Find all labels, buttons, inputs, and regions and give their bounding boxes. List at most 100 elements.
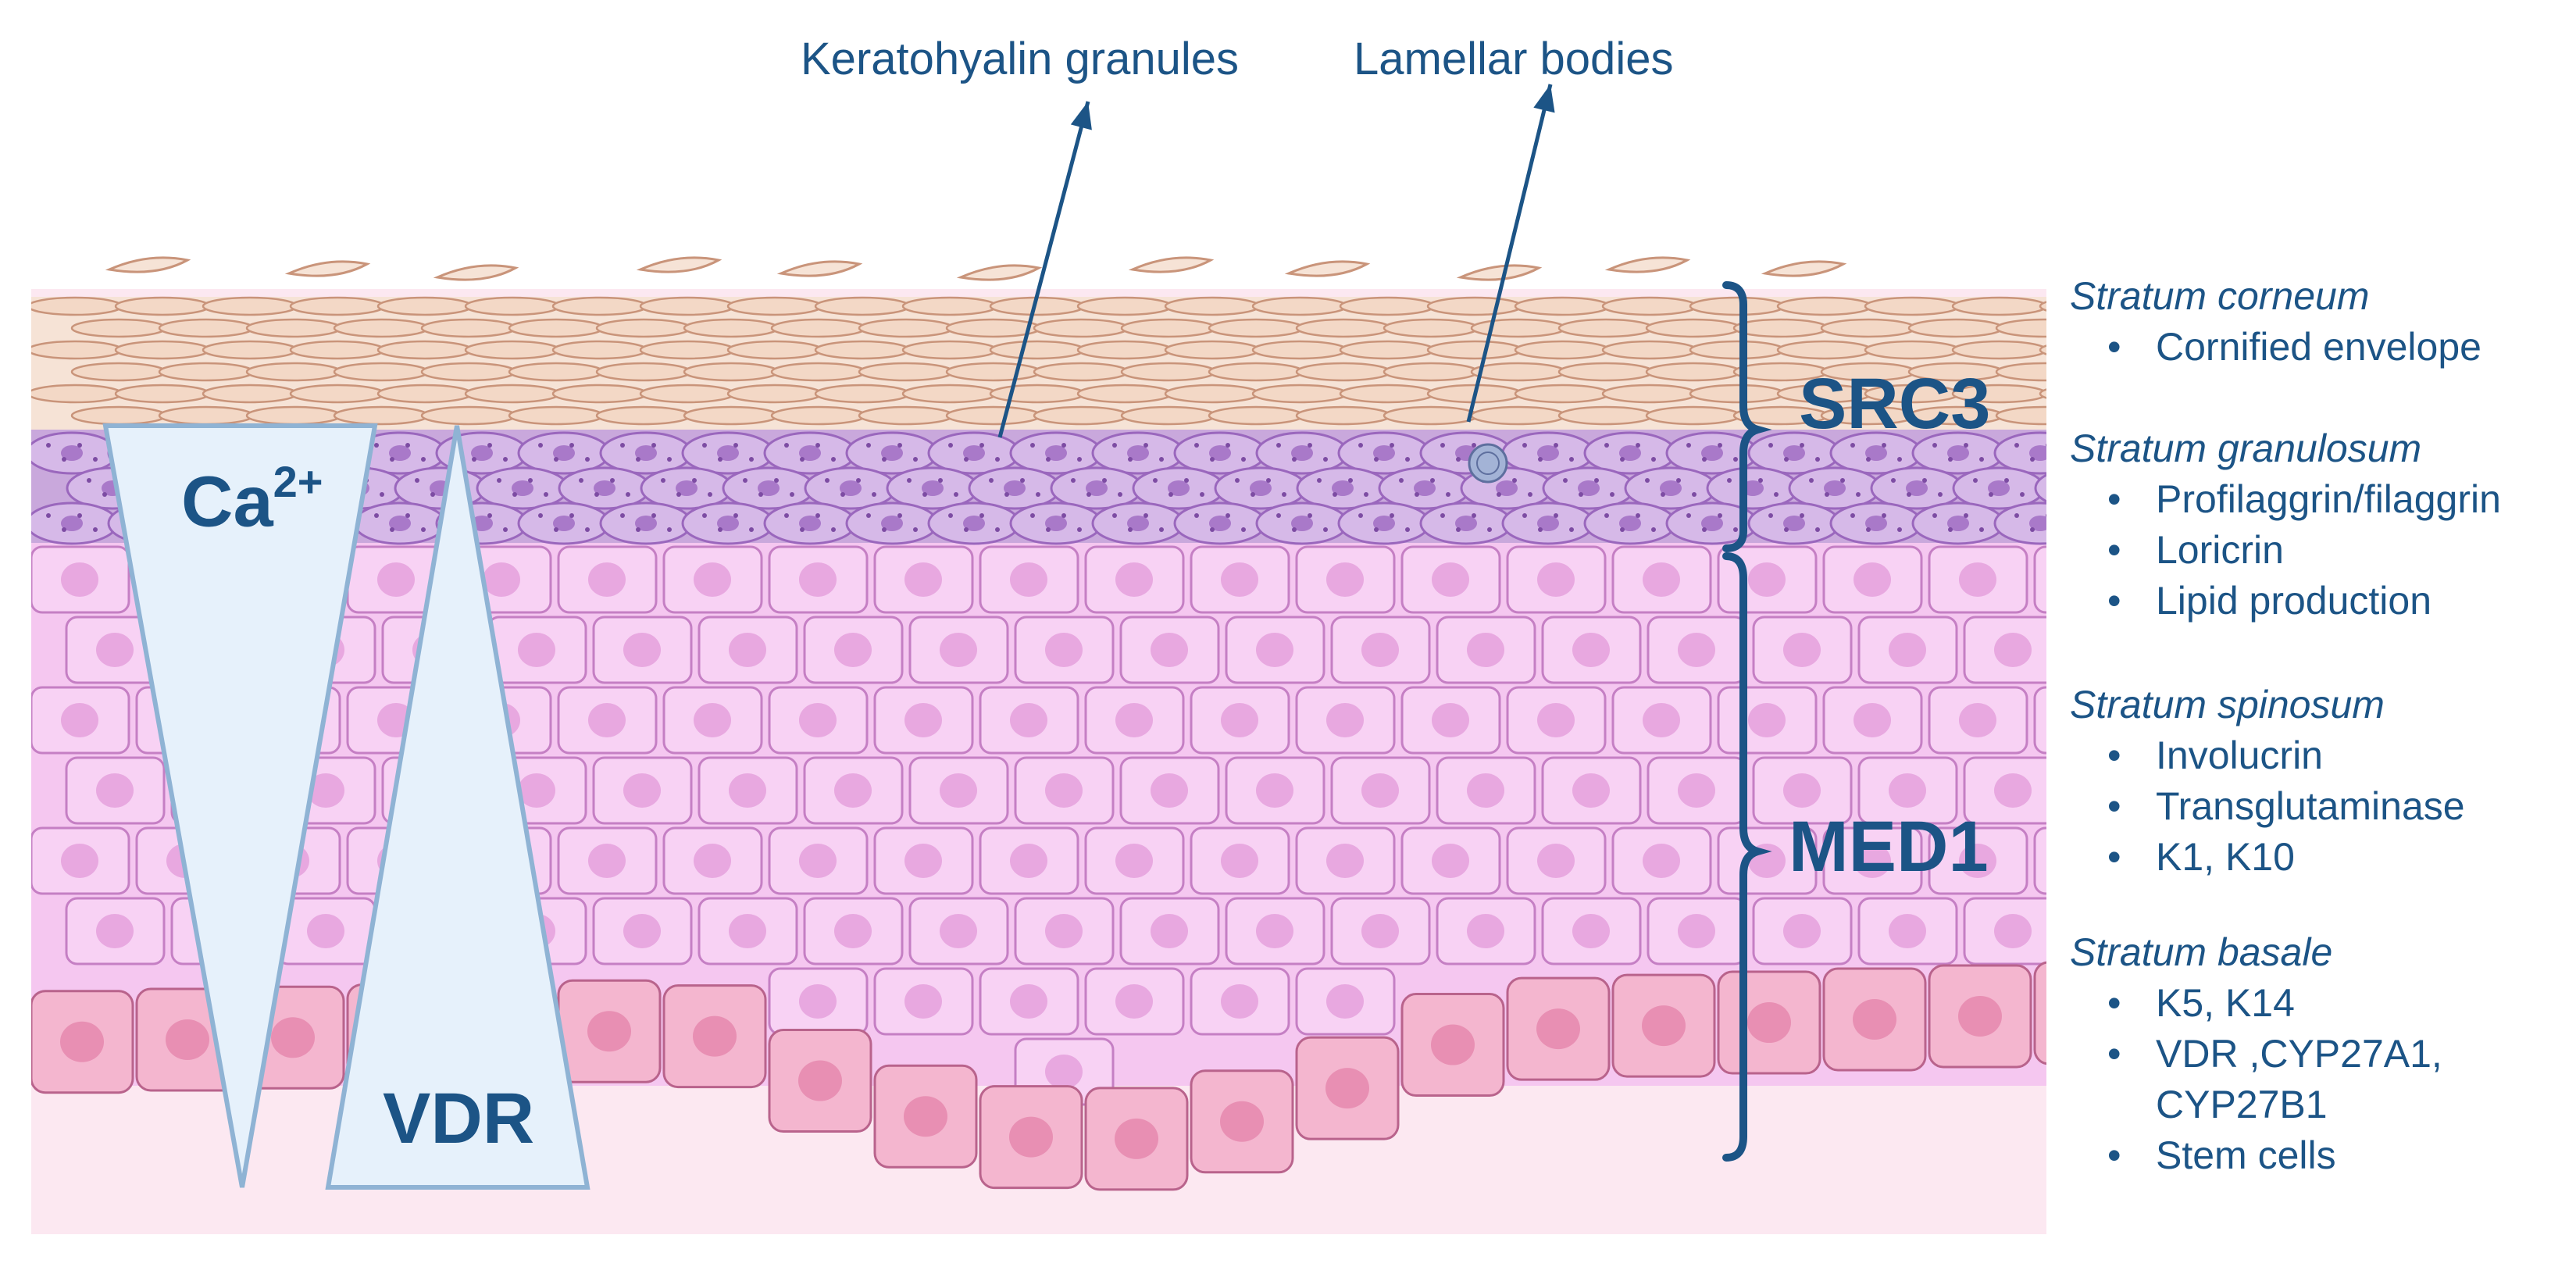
spinous-cell-nucleus <box>694 562 731 597</box>
keratohyalin-granule <box>1651 457 1656 462</box>
keratohyalin-granule <box>1405 457 1410 462</box>
spinous-cell-nucleus <box>1115 984 1153 1019</box>
basal-cell-body <box>2033 961 2046 1065</box>
keratohyalin-granule <box>913 527 918 532</box>
spinous-cell-nucleus <box>588 562 626 597</box>
keratohyalin-granule <box>1651 527 1656 532</box>
keratohyalin-granule <box>528 478 533 483</box>
layer-title-granulosum: Stratum granulosum <box>2070 426 2422 470</box>
keratohyalin-granule <box>800 457 805 462</box>
keratohyalin-granule <box>1850 513 1855 518</box>
basal-cell <box>768 1029 872 1133</box>
keratohyalin-granule <box>702 513 707 518</box>
keratohyalin-granule <box>938 478 943 483</box>
keratohyalin-granule <box>1897 527 1902 532</box>
spinous-cell-nucleus <box>729 914 766 948</box>
keratohyalin-granule <box>1390 513 1394 518</box>
keratohyalin-granule <box>1850 443 1855 448</box>
granular-cell <box>1378 466 1472 510</box>
spinous-cell <box>1752 756 1853 825</box>
corneocyte <box>1645 362 1742 382</box>
spinous-cell <box>1928 686 2028 755</box>
spinous-cell <box>698 756 798 825</box>
lamellar-arrow-shaft <box>1466 84 1553 423</box>
keratohyalin-granule <box>1251 492 1255 497</box>
keratohyalin-granule <box>538 443 543 448</box>
keratohyalin-granule <box>1333 492 1337 497</box>
keratohyalin-granule <box>774 478 779 483</box>
spinous-cell-nucleus <box>799 703 837 737</box>
keratohyalin-granule <box>405 513 410 518</box>
keratohyalin-granule <box>1579 492 1583 497</box>
basal-cell-nucleus <box>1958 995 2002 1037</box>
corneocyte <box>1076 340 1173 360</box>
corneocyte <box>464 340 561 360</box>
keratohyalin-granule <box>964 457 969 462</box>
spinous-cell-nucleus <box>1115 703 1153 737</box>
keratohyalin-granule <box>421 527 426 532</box>
granular-cell-nucleus <box>1947 516 1969 531</box>
keratohyalin-granule <box>585 527 590 532</box>
spinous-cell-nucleus <box>1432 562 1469 597</box>
calcium-label-base: Ca <box>181 462 273 542</box>
granular-cell-nucleus <box>1004 480 1026 496</box>
corneocyte <box>333 318 430 338</box>
spinous-cell-nucleus <box>1889 773 1926 808</box>
spinous-cell <box>1084 686 1185 755</box>
keratohyalin-granule <box>1891 478 1896 483</box>
granular-cell <box>353 501 447 545</box>
granular-cell-nucleus <box>1291 445 1313 461</box>
corneocyte <box>420 318 517 338</box>
granular-cell-nucleus <box>1865 516 1887 531</box>
spinous-cell <box>1857 616 1958 684</box>
corneocyte <box>508 405 605 426</box>
corneocyte <box>1645 405 1742 426</box>
desquamating-flake <box>776 260 863 277</box>
granular-cell-nucleus <box>1865 445 1887 461</box>
granular-cell <box>1583 501 1677 545</box>
spinous-cell-nucleus <box>1572 633 1610 667</box>
keratohyalin-granule <box>979 443 984 448</box>
corneocyte <box>2039 301 2046 312</box>
granular-cell-nucleus <box>1127 445 1149 461</box>
spinous-cell <box>1506 826 1607 895</box>
corneocyte <box>508 318 605 338</box>
keratohyalin-granule <box>758 492 763 497</box>
corneocyte <box>858 318 954 338</box>
keratohyalin-granule <box>1932 513 1937 518</box>
corneocyte <box>901 296 998 316</box>
spinous-cell-nucleus <box>1678 773 1715 808</box>
spinous-cell-nucleus <box>1678 633 1715 667</box>
spinous-cell-nucleus <box>1045 633 1083 667</box>
spinous-cell-nucleus <box>1467 914 1504 948</box>
spinous-cell <box>1963 756 2046 825</box>
spinous-cell <box>1084 826 1185 895</box>
spinous-cell <box>1822 545 1923 614</box>
keratohyalin-granule <box>1686 513 1691 518</box>
keratohyalin-granule <box>1800 513 1804 518</box>
granular-cell-nucleus <box>1496 480 1518 496</box>
spinous-cell-nucleus <box>834 773 872 808</box>
granular-cell-body <box>2034 473 2046 503</box>
corneocyte <box>158 318 255 338</box>
keratohyalin-granule <box>1472 443 1476 448</box>
spinous-cell <box>1119 897 1220 965</box>
corneocyte <box>1514 384 1611 404</box>
keratohyalin-granule <box>1112 443 1117 448</box>
desquamating-flake <box>956 264 1043 281</box>
granular-cell-nucleus <box>1578 480 1600 496</box>
keratohyalin-granule <box>636 527 640 532</box>
keratohyalin-granule <box>1241 527 1246 532</box>
spinous-cell <box>1506 686 1607 755</box>
keratohyalin-granule <box>718 527 722 532</box>
spinous-cell <box>803 756 904 825</box>
corneocyte <box>1864 340 1961 360</box>
corneocyte <box>639 296 736 316</box>
spinous-cell-nucleus <box>904 562 942 597</box>
keratohyalin-granule <box>667 527 672 532</box>
keratohyalin-granule <box>661 478 665 483</box>
basal-cell <box>557 979 662 1083</box>
spinous-cell-nucleus <box>904 703 942 737</box>
keratohyalin-granule <box>1446 492 1450 497</box>
keratohyalin-granule <box>1036 492 1040 497</box>
